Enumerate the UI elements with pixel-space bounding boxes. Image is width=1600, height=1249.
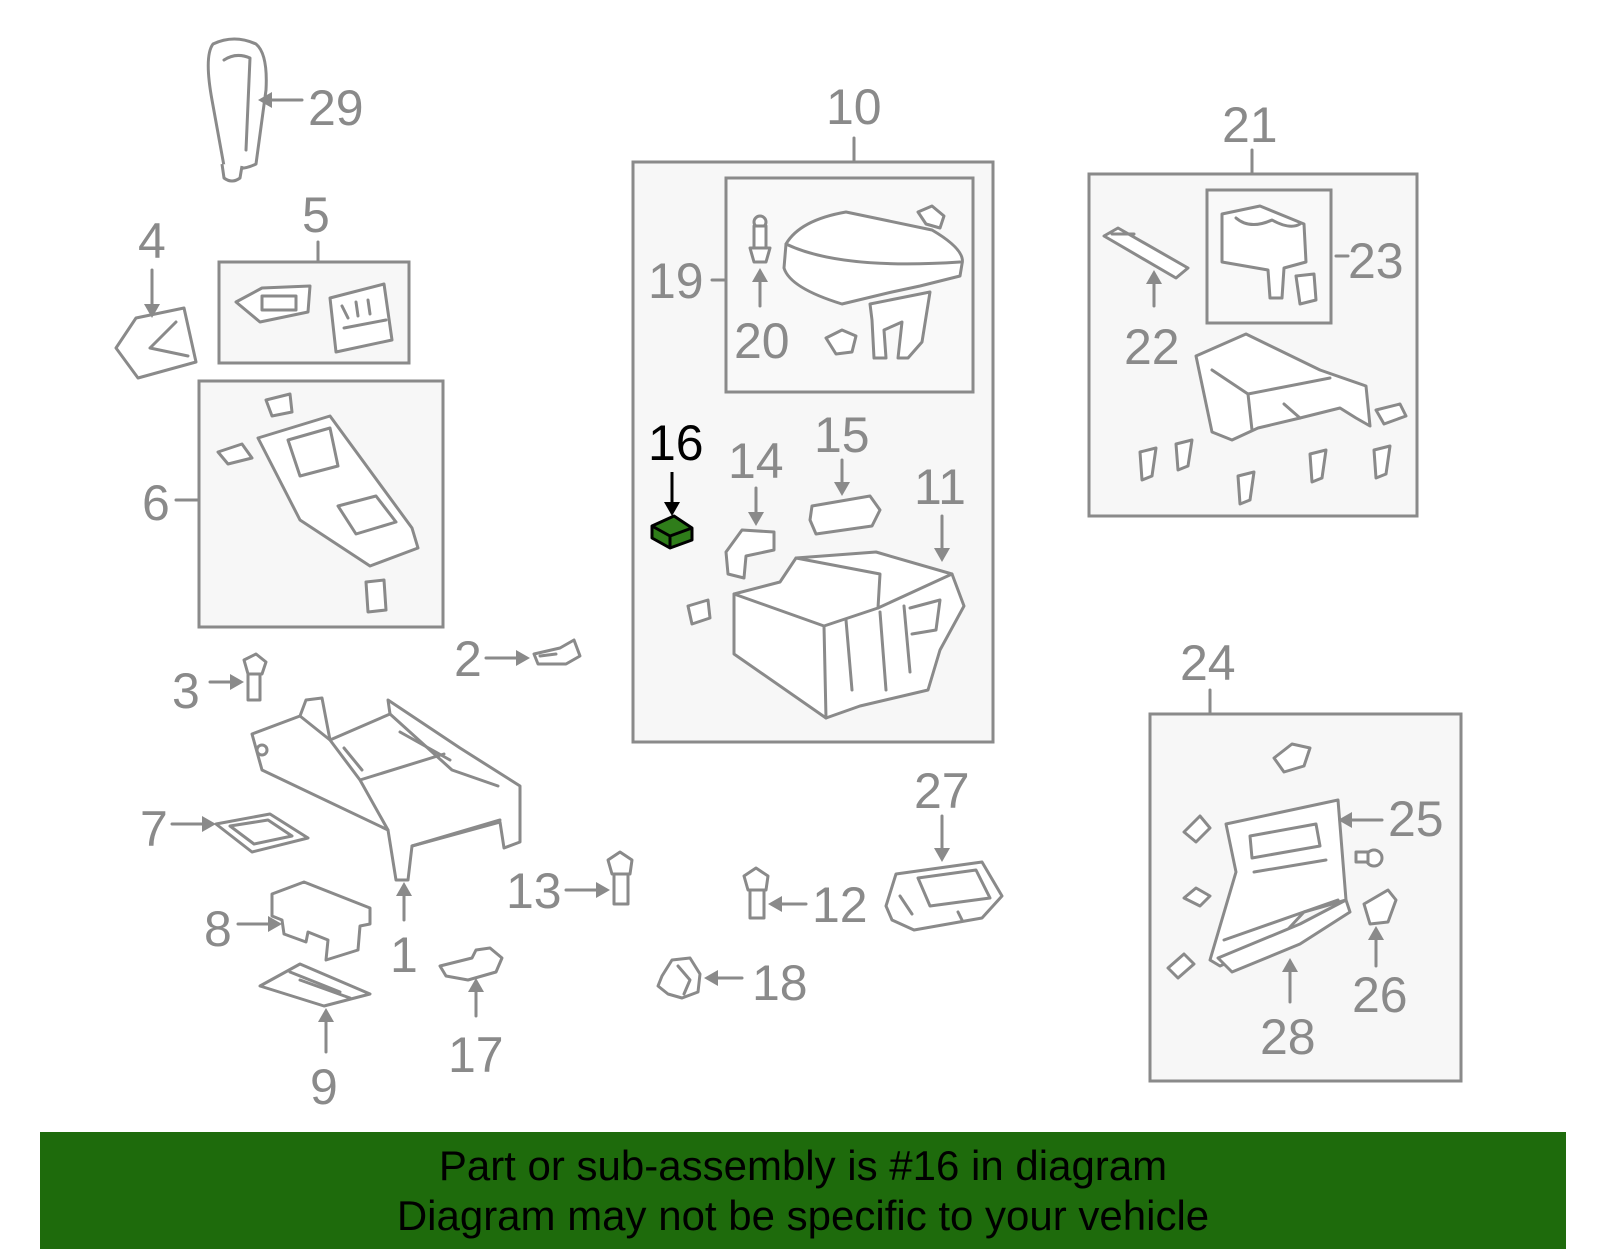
- rear-panel-part-28: [1208, 798, 1352, 974]
- shift-knob-part: [206, 37, 268, 183]
- callout-8: 8: [204, 901, 232, 957]
- cupholder-part-23: [1220, 204, 1318, 306]
- callout-16[interactable]: 16: [648, 415, 704, 471]
- armrest-lid-part-19: [782, 204, 964, 360]
- cover-part-8: [270, 880, 372, 962]
- console-panel-part-6: [216, 392, 420, 614]
- highlighted-part-16[interactable]: [650, 514, 694, 550]
- callout-27: 27: [914, 763, 970, 819]
- callout-26: 26: [1352, 967, 1408, 1023]
- bolt-part-13: [606, 850, 634, 906]
- callout-6: 6: [142, 475, 170, 531]
- info-banner: Part or sub-assembly is #16 in diagram D…: [40, 1132, 1566, 1249]
- callout-13: 13: [506, 863, 562, 919]
- switch-panel-part-5: [234, 282, 394, 354]
- mat-part-7: [214, 812, 310, 854]
- callout-5: 5: [302, 187, 330, 243]
- callout-28: 28: [1260, 1009, 1316, 1065]
- callout-4: 4: [138, 213, 166, 269]
- bolt-part-12: [742, 866, 770, 920]
- callout-11: 11: [914, 459, 966, 515]
- callout-15: 15: [814, 407, 870, 463]
- callout-14: 14: [728, 433, 784, 489]
- callout-23: 23: [1348, 233, 1404, 289]
- banner-line-1: Part or sub-assembly is #16 in diagram: [438, 1141, 1168, 1189]
- bolt-part-2: [532, 638, 582, 666]
- callout-2: 2: [454, 631, 482, 687]
- callout-1: 1: [390, 927, 418, 983]
- bracket-part-22: [1102, 226, 1190, 280]
- trim-part-15: [808, 494, 882, 536]
- clip-part-17: [438, 946, 504, 982]
- callout-20: 20: [734, 313, 790, 369]
- console-top-part-21: [1138, 332, 1408, 506]
- callout-25: 25: [1388, 791, 1444, 847]
- plate-part-9: [258, 962, 372, 1008]
- knob-part-26: [1362, 888, 1398, 926]
- callout-3: 3: [172, 663, 200, 719]
- callout-10: 10: [826, 79, 882, 135]
- callout-19: 19: [648, 253, 704, 309]
- bolt-part-3: [242, 652, 268, 702]
- banner-line-2: Diagram may not be specific to your vehi…: [396, 1191, 1210, 1239]
- bracket-part-27: [884, 860, 1004, 932]
- callout-12: 12: [812, 877, 868, 933]
- callout-22: 22: [1124, 319, 1180, 375]
- callout-18: 18: [752, 955, 808, 1011]
- screw-part-20: [748, 214, 772, 264]
- console-body-part-1: [250, 696, 522, 882]
- callout-17: 17: [448, 1027, 504, 1083]
- trim-part-25-upper: [1166, 742, 1312, 980]
- callout-9: 9: [310, 1059, 338, 1115]
- clip-part-18: [656, 956, 702, 1000]
- callout-29: 29: [308, 80, 364, 136]
- callout-7: 7: [140, 801, 168, 857]
- callout-21: 21: [1222, 97, 1278, 153]
- console-box-part-11: [686, 550, 966, 720]
- callout-24: 24: [1180, 635, 1236, 691]
- bracket-part-14: [724, 528, 776, 580]
- screw-part-25: [1354, 848, 1384, 868]
- bracket-part-4: [114, 306, 198, 380]
